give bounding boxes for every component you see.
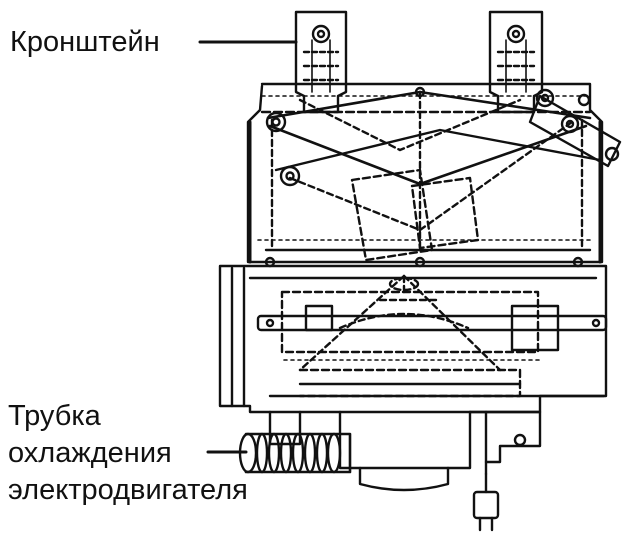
cooling-tube-callout: Трубка охлаждения электродвигателя (8, 398, 248, 509)
left-bracket (294, 10, 348, 114)
bracket-callout: Кронштейн (10, 26, 160, 58)
pivot-points (265, 86, 580, 187)
fan-scroll (298, 274, 502, 372)
blower-motor (268, 410, 542, 492)
blower-case (218, 264, 608, 414)
cooling-tube-callout-line-1: Трубка (8, 400, 101, 432)
hidden-edges (257, 95, 595, 361)
resistor-rail (256, 304, 608, 352)
right-bracket (488, 10, 544, 114)
cooling-tube-callout-line-2: охлаждения (8, 437, 172, 469)
motor-connector (472, 472, 500, 532)
air-mix-door (350, 168, 480, 262)
cooling-tube-callout-line-3: электродвигателя (8, 474, 248, 506)
motor-cooling-tube (238, 432, 352, 474)
